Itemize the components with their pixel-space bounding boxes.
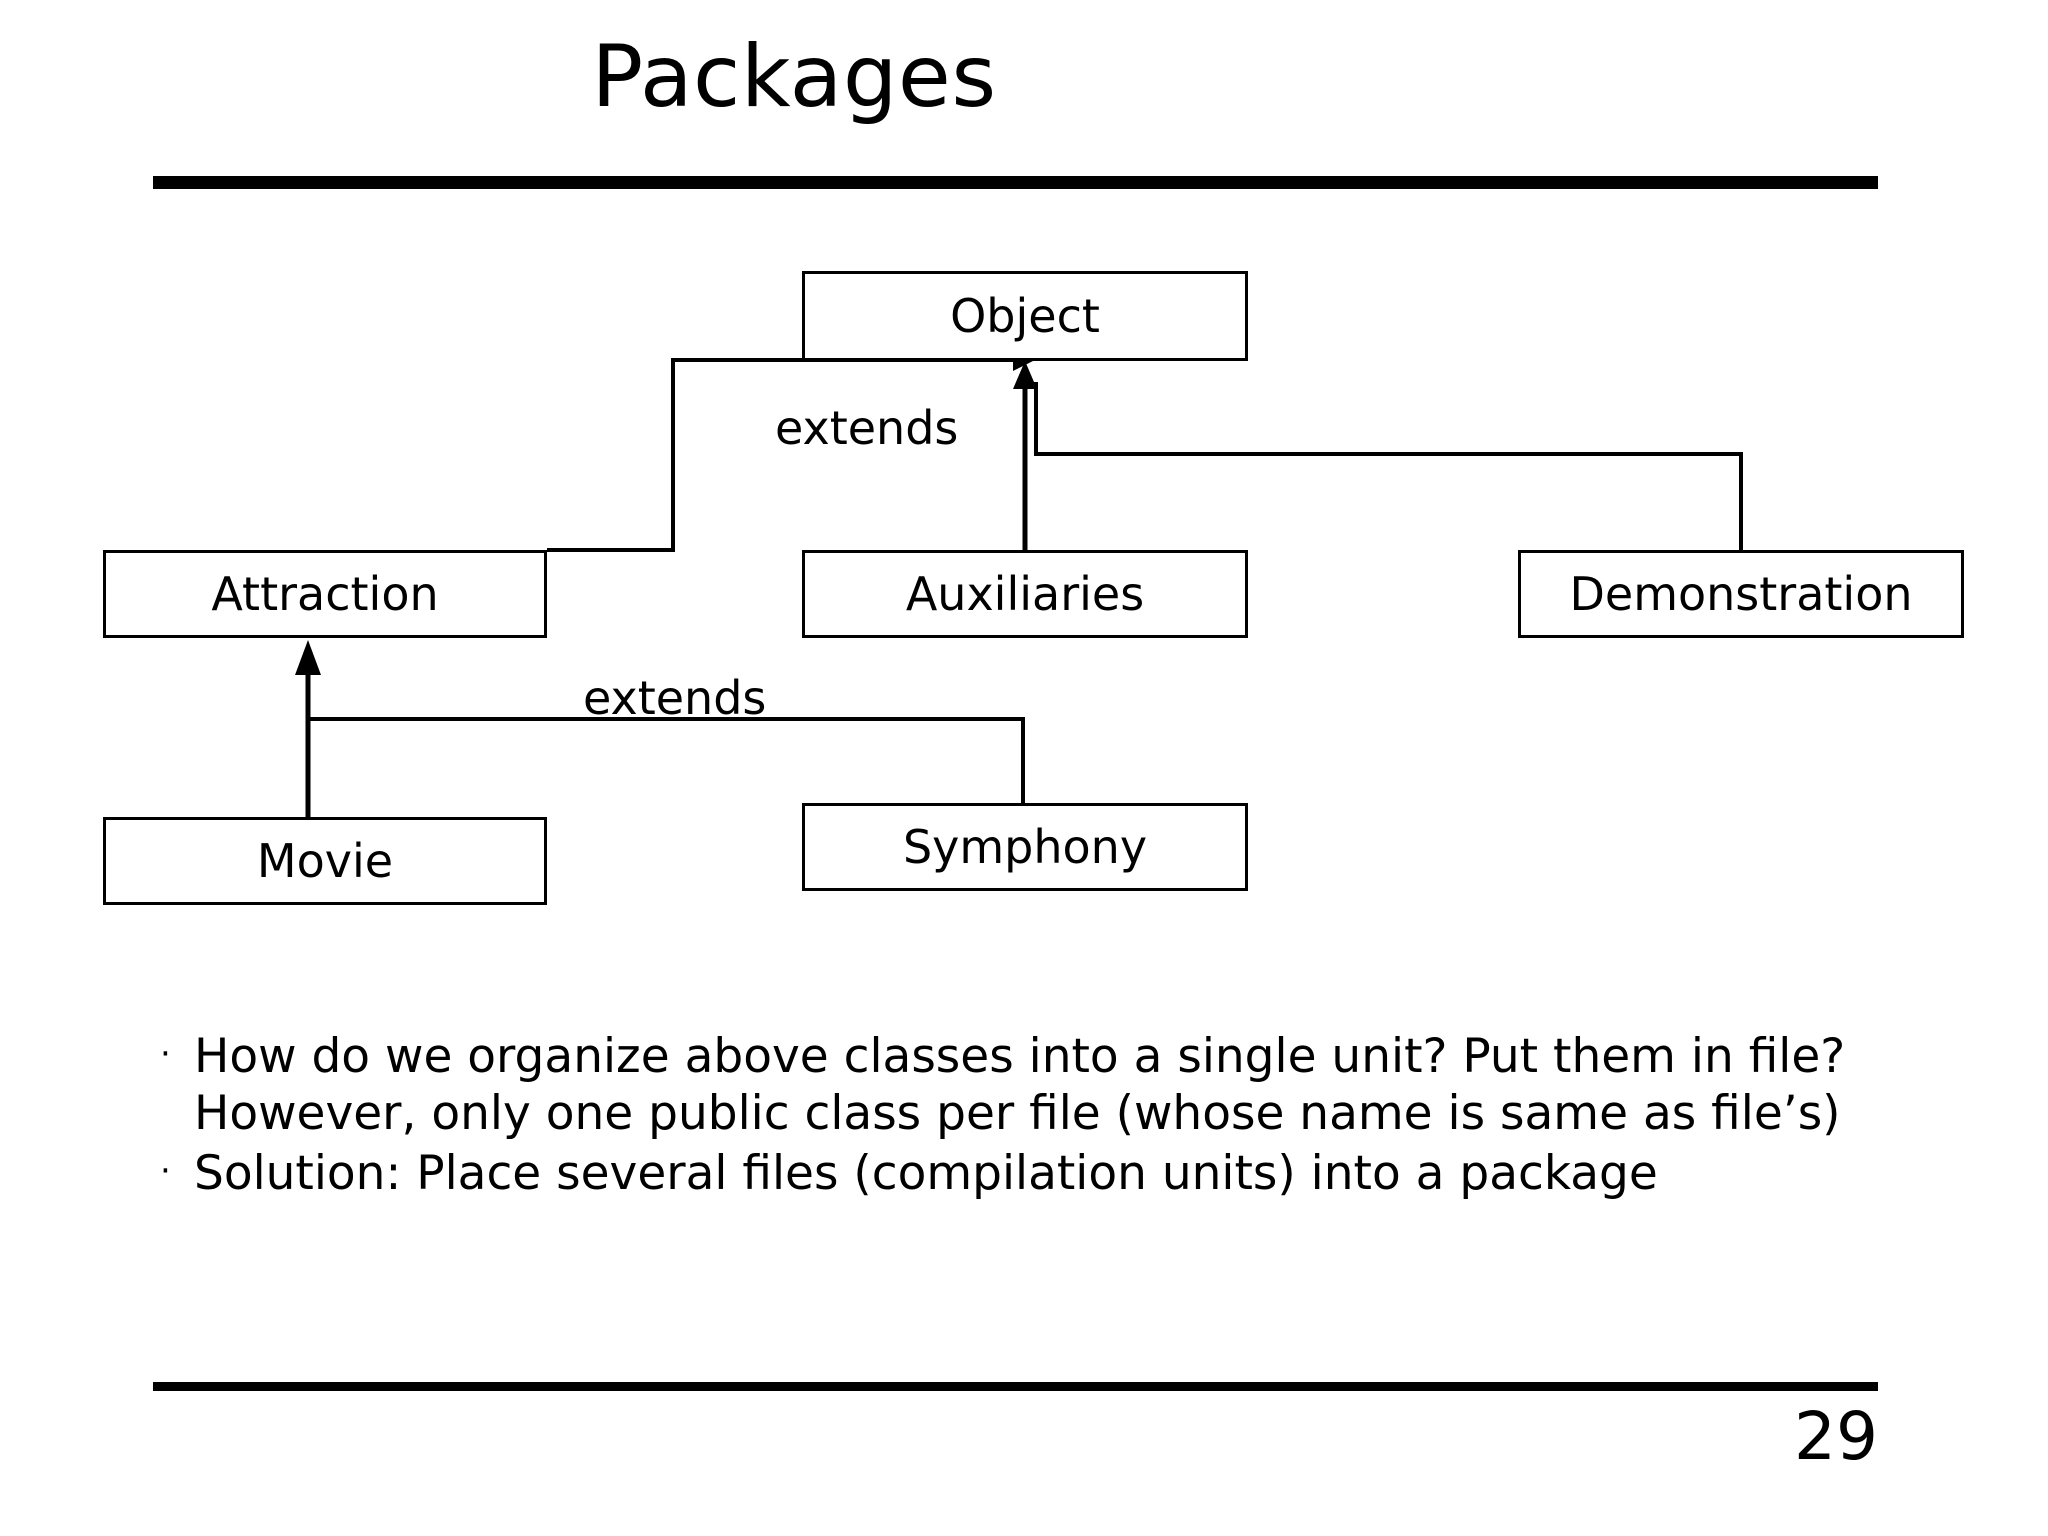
- class-box-symphony-label: Symphony: [902, 820, 1148, 874]
- bullet-marker-icon: ·: [160, 1150, 171, 1191]
- class-box-attraction[interactable]: Attraction: [103, 550, 547, 638]
- edge-demonstration-to-object: [1034, 382, 1743, 550]
- page-number: 29: [1794, 1398, 1878, 1475]
- bullet-list: · How do we organize above classes into …: [160, 1028, 1900, 1204]
- title-divider-rule: [153, 176, 1878, 189]
- class-box-attraction-label: Attraction: [211, 567, 439, 621]
- class-hierarchy-diagram: Object Attraction Auxiliaries Demonstrat…: [103, 271, 1964, 905]
- bullet-text: Solution: Place several files (compilati…: [194, 1145, 1658, 1201]
- edge-auxiliaries-to-object: [1013, 361, 1037, 550]
- bullet-item: · How do we organize above classes into …: [160, 1028, 1900, 1143]
- class-box-movie[interactable]: Movie: [103, 817, 547, 905]
- edge-symphony-to-attraction: [308, 717, 1025, 803]
- edge-movie-to-attraction: [295, 640, 321, 817]
- edge-label-extends-bottom: extends: [583, 671, 767, 725]
- bullet-text: How do we organize above classes into a …: [194, 1029, 1846, 1142]
- edge-label-extends-top: extends: [775, 401, 959, 455]
- bullet-marker-icon: ·: [160, 1034, 171, 1074]
- class-box-object[interactable]: Object: [802, 271, 1248, 361]
- class-box-symphony[interactable]: Symphony: [802, 803, 1248, 891]
- page-title: Packages: [591, 27, 997, 127]
- footer-divider-rule: [153, 1382, 1878, 1391]
- class-box-demonstration[interactable]: Demonstration: [1518, 550, 1964, 638]
- class-box-auxiliaries-label: Auxiliaries: [905, 567, 1145, 621]
- class-box-movie-label: Movie: [256, 834, 394, 888]
- bullet-item: · Solution: Place several files (compila…: [160, 1145, 1900, 1202]
- class-box-demonstration-label: Demonstration: [1569, 567, 1913, 621]
- class-box-auxiliaries[interactable]: Auxiliaries: [802, 550, 1248, 638]
- class-box-object-label: Object: [950, 289, 1100, 343]
